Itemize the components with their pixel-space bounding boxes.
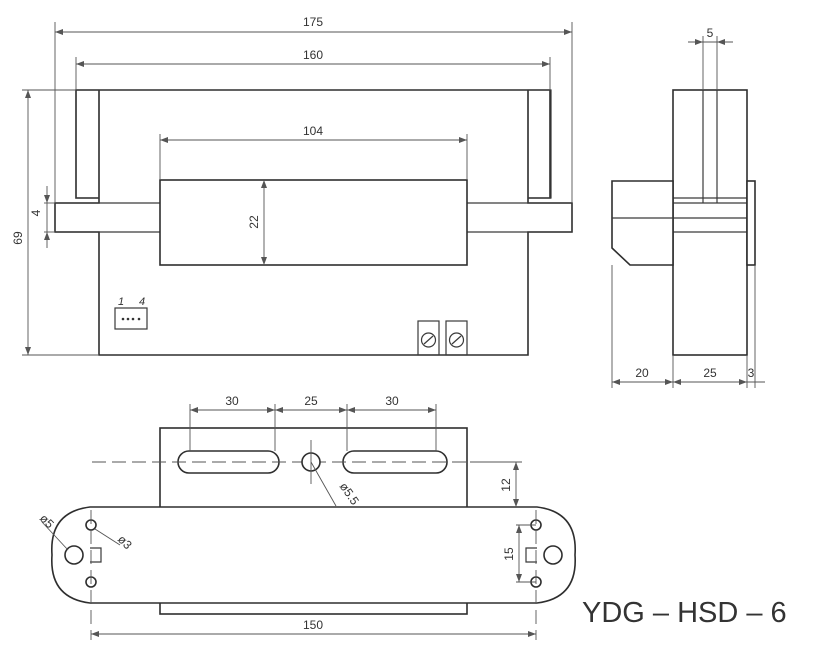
dim-hole-pitch: 150 [91,618,536,637]
hole-large-label: ø5 [37,511,57,531]
svg-text:160: 160 [303,48,323,62]
trimmer-potentiometers [417,320,468,356]
pin-first-label: 1 [118,296,124,308]
dim-hole-spacing: 15 [502,524,536,583]
svg-text:20: 20 [635,366,649,380]
dim-slot: 5 [688,26,733,90]
svg-text:22: 22 [247,215,261,229]
svg-text:69: 69 [11,231,25,245]
svg-text:104: 104 [303,124,323,138]
pin-last-label: 4 [139,296,145,308]
svg-text:150: 150 [303,618,323,632]
side-body [672,89,748,356]
base-plate [51,506,576,604]
dim-window-height: 22 [247,180,267,265]
svg-text:30: 30 [385,394,399,408]
svg-text:25: 25 [304,394,318,408]
left-post [75,89,100,199]
hole-right-large [543,545,563,565]
svg-text:30: 30 [225,394,239,408]
dim-flange-thickness: 4 [29,186,55,248]
dim-inner-width: 160 [75,48,551,90]
model-label: YDG – HSD – 6 [582,597,787,629]
svg-text:4: 4 [29,209,43,216]
svg-text:175: 175 [303,15,323,29]
dim-side-depths: 20 25 3 [611,265,765,388]
dim-height: 69 [11,89,99,356]
side-view: 5 20 25 3 [611,26,765,388]
svg-text:5: 5 [707,26,714,40]
bottom-view: 30 25 30 ø5.5 12 15 ø5 ø3 150 [37,394,576,640]
connector [114,307,148,330]
svg-text:25: 25 [703,366,717,380]
side-back-plate [746,180,756,266]
window-aperture [159,179,468,266]
dim-overall-width: 175 [54,15,573,203]
dim-mount-offset: 12 [470,461,522,507]
svg-text:3: 3 [748,366,755,380]
side-front-cover [611,180,674,266]
right-post [527,89,552,199]
dim-slot-spacing: 30 25 30 [189,394,437,451]
dim-window-width: 104 [159,124,468,180]
hole-left-large [64,545,84,565]
svg-text:15: 15 [502,547,516,561]
svg-text:12: 12 [499,478,513,492]
front-view: 1 4 175 160 [11,15,573,356]
